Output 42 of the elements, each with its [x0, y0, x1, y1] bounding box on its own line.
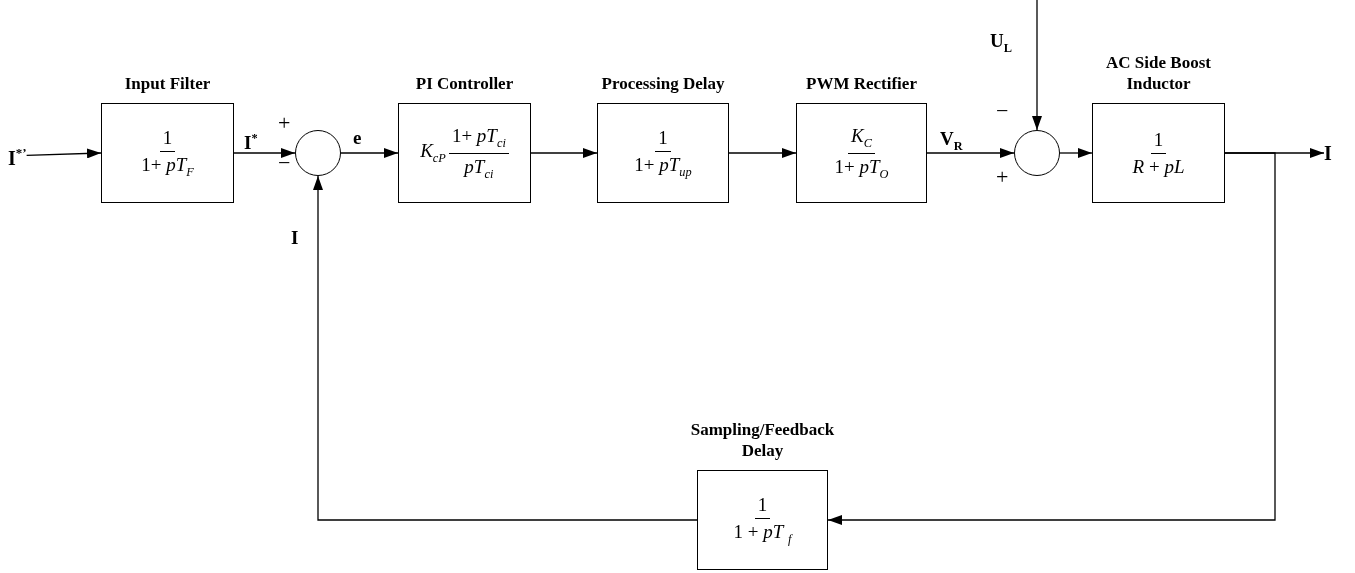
signal-label: I$^{*}$ [244, 130, 258, 155]
arrow [926, 148, 1015, 158]
denominator: 1 + pT $_{f}$ [732, 519, 794, 547]
block-title: Processing Delay [600, 73, 726, 94]
sign-label: + [278, 112, 291, 134]
block-title: AC Side Boost Inductor [1105, 52, 1212, 94]
denominator: 1+ pT$_{O}$ [833, 154, 890, 182]
signal-label: V$_{R}$ [940, 128, 963, 155]
numerator: 1 [754, 493, 771, 519]
denominator: 1+ pT$_{up}$ [633, 152, 693, 180]
numerator: 1 [655, 126, 671, 152]
arrow [1032, 0, 1042, 131]
arrow [1059, 148, 1093, 158]
denominator: pT$_{ci}$ [462, 154, 495, 182]
numerator: 1+ pT$_{ci}$ [448, 124, 509, 154]
arrow [313, 175, 698, 521]
arrow [340, 148, 399, 158]
block-title: PI Controller [414, 73, 515, 94]
numerator: K$_{C}$ [848, 124, 875, 154]
arrow [233, 148, 296, 158]
block-title: Input Filter [123, 73, 212, 94]
block-title: Sampling/Feedback Delay [689, 419, 836, 461]
sign-label: + [996, 166, 1009, 188]
arrow [26, 148, 102, 159]
gain-term: K$_{cP}$ [420, 140, 446, 166]
block-title: PWM Rectifier [805, 73, 918, 94]
signal-label: U$_{L}$ [990, 30, 1012, 57]
sign-label: − [278, 152, 291, 174]
denominator: 1+ pT$_{F}$ [140, 152, 195, 180]
signal-label: I$^{*’}$ [8, 141, 27, 170]
signal-label: I [291, 227, 299, 249]
numerator: 1 [1150, 128, 1167, 154]
arrow [827, 152, 1276, 525]
signal-label: I [1324, 141, 1332, 165]
sign-label: − [996, 100, 1009, 122]
summing-junction [1014, 130, 1060, 176]
signal-label: e [353, 127, 362, 149]
arrow [728, 148, 797, 158]
denominator: R + pL [1131, 154, 1186, 178]
summing-junction [295, 130, 341, 176]
numerator: 1 [159, 126, 176, 152]
arrow [530, 148, 598, 158]
